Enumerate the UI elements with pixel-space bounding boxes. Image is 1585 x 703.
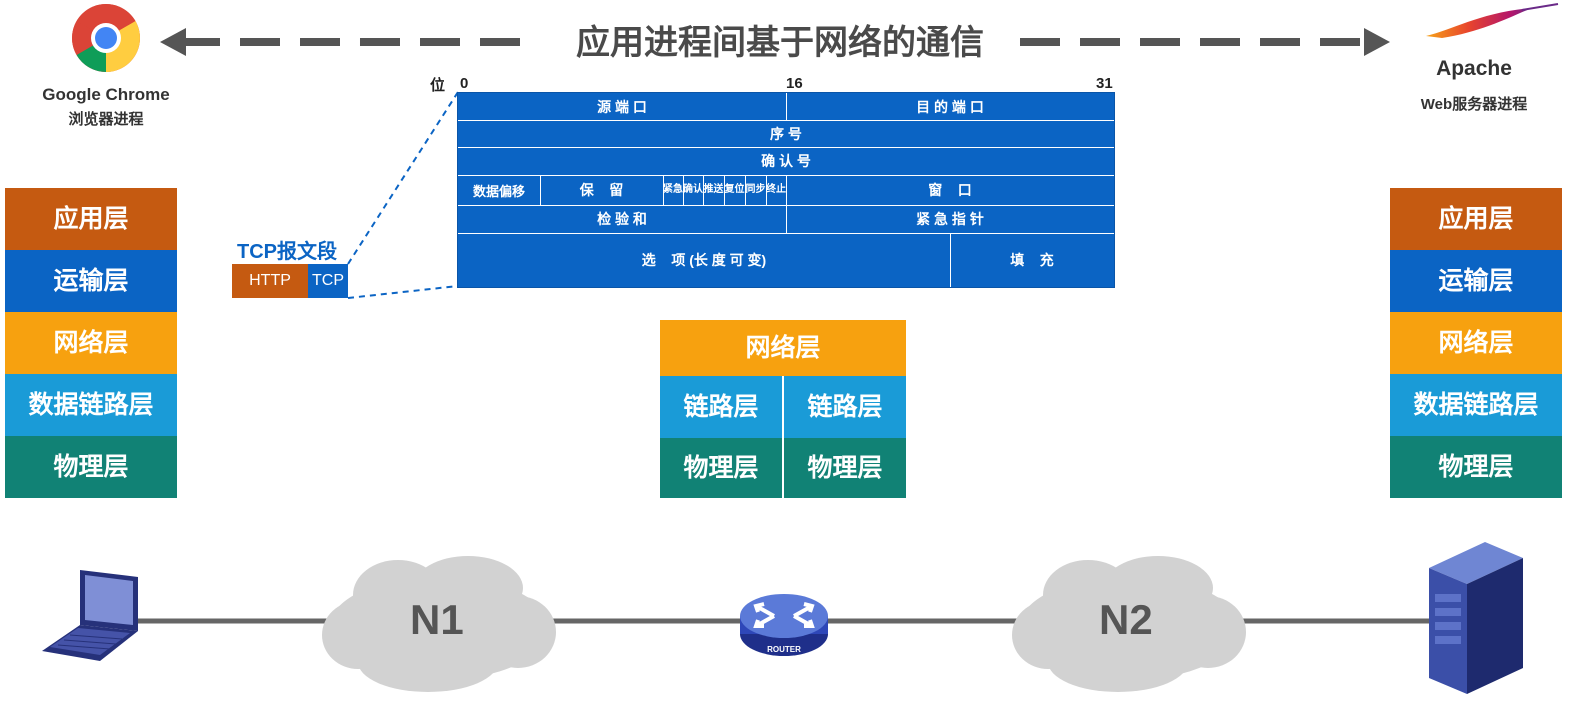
client-protocol-stack: 应用层 运输层 网络层 数据链路层 物理层 — [5, 188, 177, 498]
server-application-layer: 应用层 — [1390, 188, 1562, 250]
server-datalink-layer: 数据链路层 — [1390, 374, 1562, 436]
urgent-pointer-field: 紧 急 指 针 — [916, 211, 984, 227]
server-physical-layer: 物理层 — [1390, 436, 1562, 498]
tcp-header-table: 源 端 口 目 的 端 口 序 号 确 认 号 数据偏移 保 留 紧急 确认 推… — [457, 92, 1115, 288]
options-field: 选 项 (长 度 可 变) — [641, 252, 767, 268]
bit-16-label: 16 — [786, 75, 803, 92]
client-name: Google Chrome — [42, 85, 170, 104]
apache-feather-icon — [1426, 3, 1559, 38]
server-transport-layer: 运输层 — [1390, 250, 1562, 312]
bit-0-label: 0 — [460, 75, 469, 92]
flag-ack: 确认 — [683, 184, 703, 195]
server-icon — [1429, 542, 1523, 694]
reserved-field: 保 留 — [579, 182, 624, 198]
page-title: 应用进程间基于网络的通信 — [540, 18, 1020, 68]
dst-port-field: 目 的 端 口 — [916, 98, 984, 115]
bit-31-label: 31 — [1096, 75, 1113, 92]
router-label: ROUTER — [767, 645, 801, 654]
bit-label: 位 — [430, 77, 446, 94]
flag-rst: 复位 — [724, 184, 745, 195]
router-icon: ROUTER — [740, 594, 828, 656]
router-physical-layer-left: 物理层 — [660, 438, 782, 498]
server-name: Apache — [1436, 57, 1512, 80]
server-sub: Web服务器进程 — [1420, 96, 1528, 113]
router-link-layer-left: 链路层 — [660, 376, 782, 438]
chrome-icon — [72, 4, 140, 72]
server-network-layer: 网络层 — [1390, 312, 1562, 374]
flag-syn: 同步 — [745, 184, 766, 195]
data-offset-field: 数据偏移 — [472, 183, 525, 199]
client-datalink-layer: 数据链路层 — [5, 374, 177, 436]
client-transport-layer: 运输层 — [5, 250, 177, 312]
client-application-layer: 应用层 — [5, 188, 177, 250]
router-link-layer-right: 链路层 — [784, 376, 906, 438]
flag-psh: 推送 — [703, 184, 724, 195]
cloud-n2-label: N2 — [1099, 596, 1153, 643]
router-network-layer: 网络层 — [660, 320, 906, 376]
laptop-icon — [42, 570, 138, 661]
client-physical-layer: 物理层 — [5, 436, 177, 498]
client-network-layer: 网络层 — [5, 312, 177, 374]
checksum-field: 检 验 和 — [597, 211, 647, 227]
src-port-field: 源 端 口 — [597, 98, 647, 115]
router-protocol-stack: 网络层 链路层 链路层 物理层 物理层 — [660, 320, 906, 498]
cloud-n1-icon — [322, 556, 556, 692]
router-physical-layer-right: 物理层 — [784, 438, 906, 498]
flag-urg: 紧急 — [663, 184, 683, 195]
segment-http: HTTP — [232, 264, 308, 298]
ack-field: 确 认 号 — [761, 153, 811, 169]
padding-field: 填 充 — [1010, 252, 1054, 268]
window-field: 窗 口 — [928, 182, 972, 198]
cloud-n1-label: N1 — [410, 596, 464, 643]
client-sub: 浏览器进程 — [68, 111, 144, 128]
tcp-segment-title: TCP报文段 — [237, 241, 337, 263]
server-protocol-stack: 应用层 运输层 网络层 数据链路层 物理层 — [1390, 188, 1562, 498]
cloud-n2-icon — [1012, 556, 1246, 692]
seq-field: 序 号 — [770, 125, 802, 142]
flag-fin: 终止 — [766, 184, 786, 195]
segment-tcp: TCP — [308, 264, 348, 298]
communication-arrow — [160, 28, 1390, 56]
